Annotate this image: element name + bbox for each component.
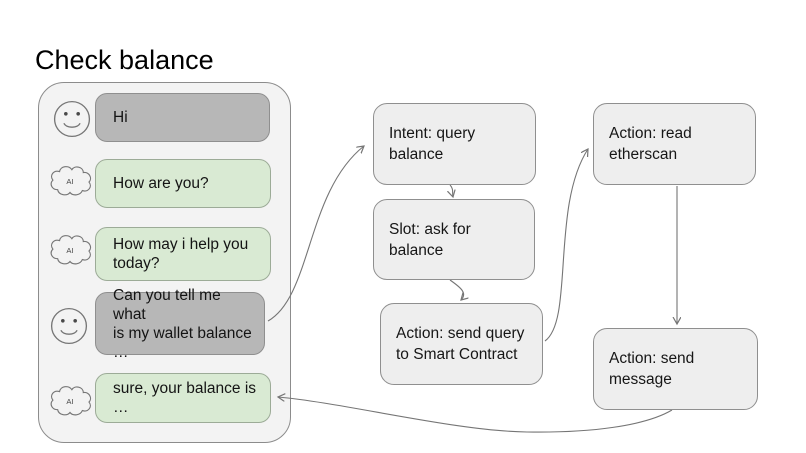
message-text: Hi <box>113 109 128 126</box>
flow-node-send-message: Action: send message <box>593 328 758 410</box>
node-label: Action: send query to Smart Contract <box>396 325 525 363</box>
node-label: Action: send message <box>609 350 695 388</box>
bot-message-how-are-you: How are you? <box>95 159 271 208</box>
edge-send-query-to-read-etherscan <box>544 149 588 342</box>
flow-node-send-query: Action: send query to Smart Contract <box>380 303 543 385</box>
message-text: Can you tell me what is my wallet balanc… <box>113 286 252 361</box>
user-message-wallet-balance: Can you tell me what is my wallet balanc… <box>95 287 265 361</box>
edge-intent-to-slot <box>450 184 453 197</box>
flow-node-slot: Slot: ask for balance <box>373 199 535 280</box>
flow-node-intent: Intent: query balance <box>373 103 536 185</box>
bot-message-balance-reply: sure, your balance is … <box>95 373 271 423</box>
ai-badge-label: AI <box>66 397 73 406</box>
message-text: How may i help you today? <box>113 236 249 272</box>
user-message-hi: Hi <box>95 93 270 142</box>
edge-slot-to-send-query <box>449 279 464 300</box>
ai-cloud-icon: AI <box>50 386 92 416</box>
ai-badge-label: AI <box>66 246 73 255</box>
ai-badge-label: AI <box>66 177 73 186</box>
flow-node-read-etherscan: Action: read etherscan <box>593 103 756 185</box>
smiley-face-icon <box>53 100 91 138</box>
ai-cloud-icon: AI <box>50 166 92 196</box>
message-text: How are you? <box>113 175 209 192</box>
page-title: Check balance <box>35 45 214 75</box>
smiley-face-icon <box>50 307 88 345</box>
node-label: Slot: ask for balance <box>389 220 471 259</box>
node-label: Intent: query balance <box>389 125 476 163</box>
bot-message-how-may-i-help: How may i help you today? <box>95 227 271 281</box>
message-text: sure, your balance is … <box>113 380 257 416</box>
ai-cloud-icon: AI <box>50 235 92 265</box>
node-label: Action: read etherscan <box>609 125 692 163</box>
